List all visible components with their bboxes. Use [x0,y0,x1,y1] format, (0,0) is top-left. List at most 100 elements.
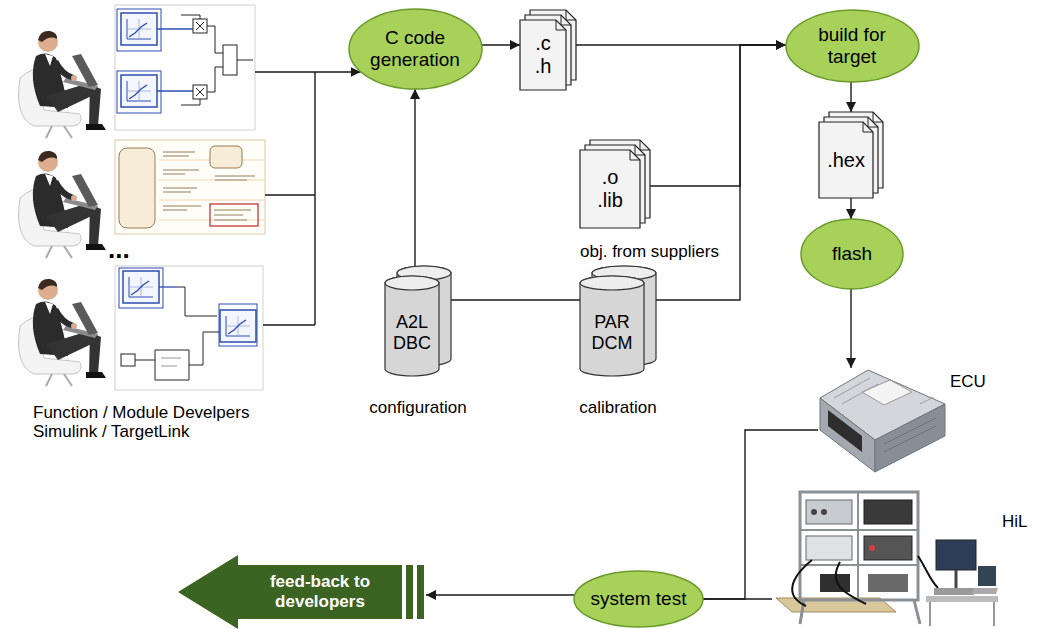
statechart-screenshot [210,204,258,226]
model-screenshot [121,13,157,45]
model-screenshot [115,5,255,130]
model-screenshot [207,26,253,92]
page-fold [561,15,571,25]
page-outline [580,150,640,228]
connector [850,82,851,112]
page-outline [819,122,873,198]
connector [650,45,786,186]
process-ellipse: C code generation [348,8,483,90]
statechart-screenshot [210,146,242,168]
hil-rig [800,492,918,600]
ellipse-outline [349,9,482,89]
statechart-screenshot [159,160,265,220]
cylinder-cap [580,276,644,290]
cylinder-body [385,276,439,376]
hil-rig [972,588,998,594]
statechart-screenshot [119,148,155,228]
model-screenshot [123,271,159,303]
page-fold [630,150,640,160]
node-label: calibration [579,398,657,418]
model-screenshot [115,266,263,390]
ecu-picture [828,410,862,452]
connector [850,198,851,219]
ecu-picture [875,404,945,472]
hil-rig [978,566,996,586]
hil-rig [934,588,974,595]
cylinder-body [580,276,644,376]
node-text: .o .lib [597,166,623,212]
connector [451,299,580,300]
hil-rig [869,545,875,551]
model-screenshot [181,15,200,105]
page-fold [635,145,645,155]
hil-rig [800,600,920,624]
model-screenshot [119,268,163,308]
database-cylinder: A2L DBCconfiguration [385,266,451,376]
hil-rig [930,602,994,626]
file-icon: .o .libobj. from suppliers [580,140,650,228]
ellipse-outline [801,219,903,289]
ecu-picture [884,418,936,452]
hil-rig [792,556,938,606]
cylinder-cap [385,276,439,290]
hil-rig [821,509,827,515]
model-screenshot [220,310,256,342]
statechart-screenshot [115,140,265,234]
database-cylinder: PAR DCMcalibration [580,266,656,376]
model-screenshot [115,266,263,390]
node-label: configuration [369,398,466,418]
node-text: PAR DCM [592,312,633,353]
model-screenshot [196,22,204,30]
model-screenshot [117,71,161,113]
developer-figure [19,31,106,138]
model-screenshot [121,75,157,107]
connector [656,45,786,300]
model-screenshot [196,88,204,96]
model-screenshot [219,304,257,346]
arrow-stripe [417,565,424,619]
developer-figure [19,151,106,258]
page-fold [868,117,878,127]
model-screenshot [159,286,177,287]
node-label: HiL [1002,512,1028,532]
model-screenshot [177,287,217,316]
statechart-screenshot [163,152,255,210]
hil-rig [806,500,852,524]
model-screenshot [121,354,135,366]
connector [315,71,361,72]
ecu-unit: ECU [818,368,946,474]
page-fold [566,10,576,20]
model-screenshot [135,350,189,380]
ecu-picture [862,380,912,405]
node-text: system test [590,588,686,610]
statechart-screenshot [214,210,251,220]
file-icon: .c .h [520,10,576,90]
hil-rig: HiL [772,482,998,629]
hil-rig [800,492,918,600]
model-screenshot [189,332,219,365]
connector [481,44,520,45]
hil-rig [806,536,852,560]
node-text: C code generation [365,27,465,71]
developer-group: Function / Module Develpers Simulink / T… [10,0,315,446]
feedback-arrow: feed-back to developers [178,555,426,629]
developer-figure [19,279,106,386]
hil-rig [864,536,912,560]
connector [850,289,851,368]
node-text: build for target [802,24,902,68]
process-ellipse: flash [800,218,904,290]
model-screenshot [115,5,255,130]
connector [703,430,818,599]
merge-wire [255,72,315,325]
model-screenshot [157,29,193,91]
connector [703,598,772,599]
hil-rig [955,570,958,590]
process-ellipse: system test [573,570,704,628]
connector [426,594,575,595]
model-screenshot [193,85,207,99]
model-screenshot [117,9,161,51]
node-label: ECU [950,372,986,392]
